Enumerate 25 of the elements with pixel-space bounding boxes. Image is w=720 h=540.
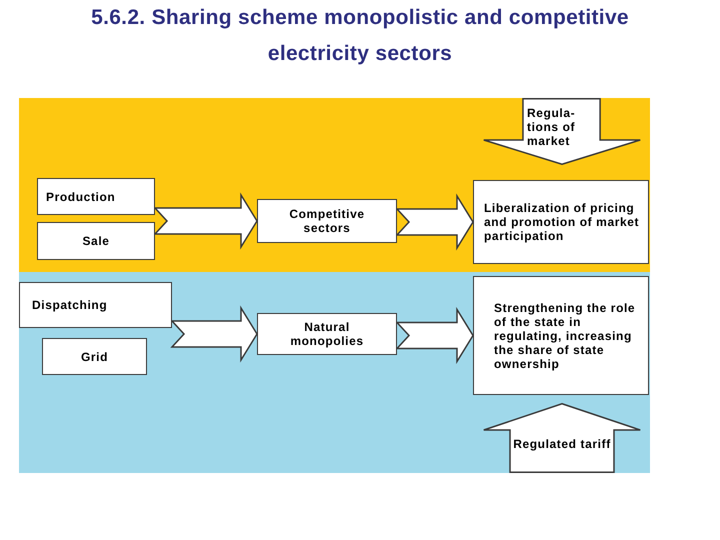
node-label: Production [46,190,116,204]
process-box [473,276,649,395]
band-panel [19,272,650,473]
slide-title: 5.6.2. Sharing scheme monopolistic and competitive electricity sectors [90,5,630,67]
process-box [37,222,155,260]
node-label: Grid [80,350,108,364]
node-label: Strengthening the role of the state in regulating, increasing the share of state ownership [494,300,636,370]
node-label: Regula- tions of market [527,106,576,148]
process-box [257,313,397,355]
process-box [473,180,649,264]
node-label: Dispatching [32,298,108,312]
block-arrow [395,193,474,251]
node-label: Natural monopolies [289,320,365,348]
band-panel [19,98,650,272]
node-label: Competitive sectors [288,207,366,235]
block-arrow [395,306,474,364]
block-arrow [170,305,258,363]
node-label: Regulated tariff [513,437,611,451]
node-label: Liberalization of pricing and promotion of market participation [484,201,640,243]
process-box [257,199,397,243]
node-label: Sale [82,234,110,248]
block-arrow [153,192,258,250]
process-box [37,178,155,215]
process-box [19,282,172,328]
process-box [42,338,147,375]
